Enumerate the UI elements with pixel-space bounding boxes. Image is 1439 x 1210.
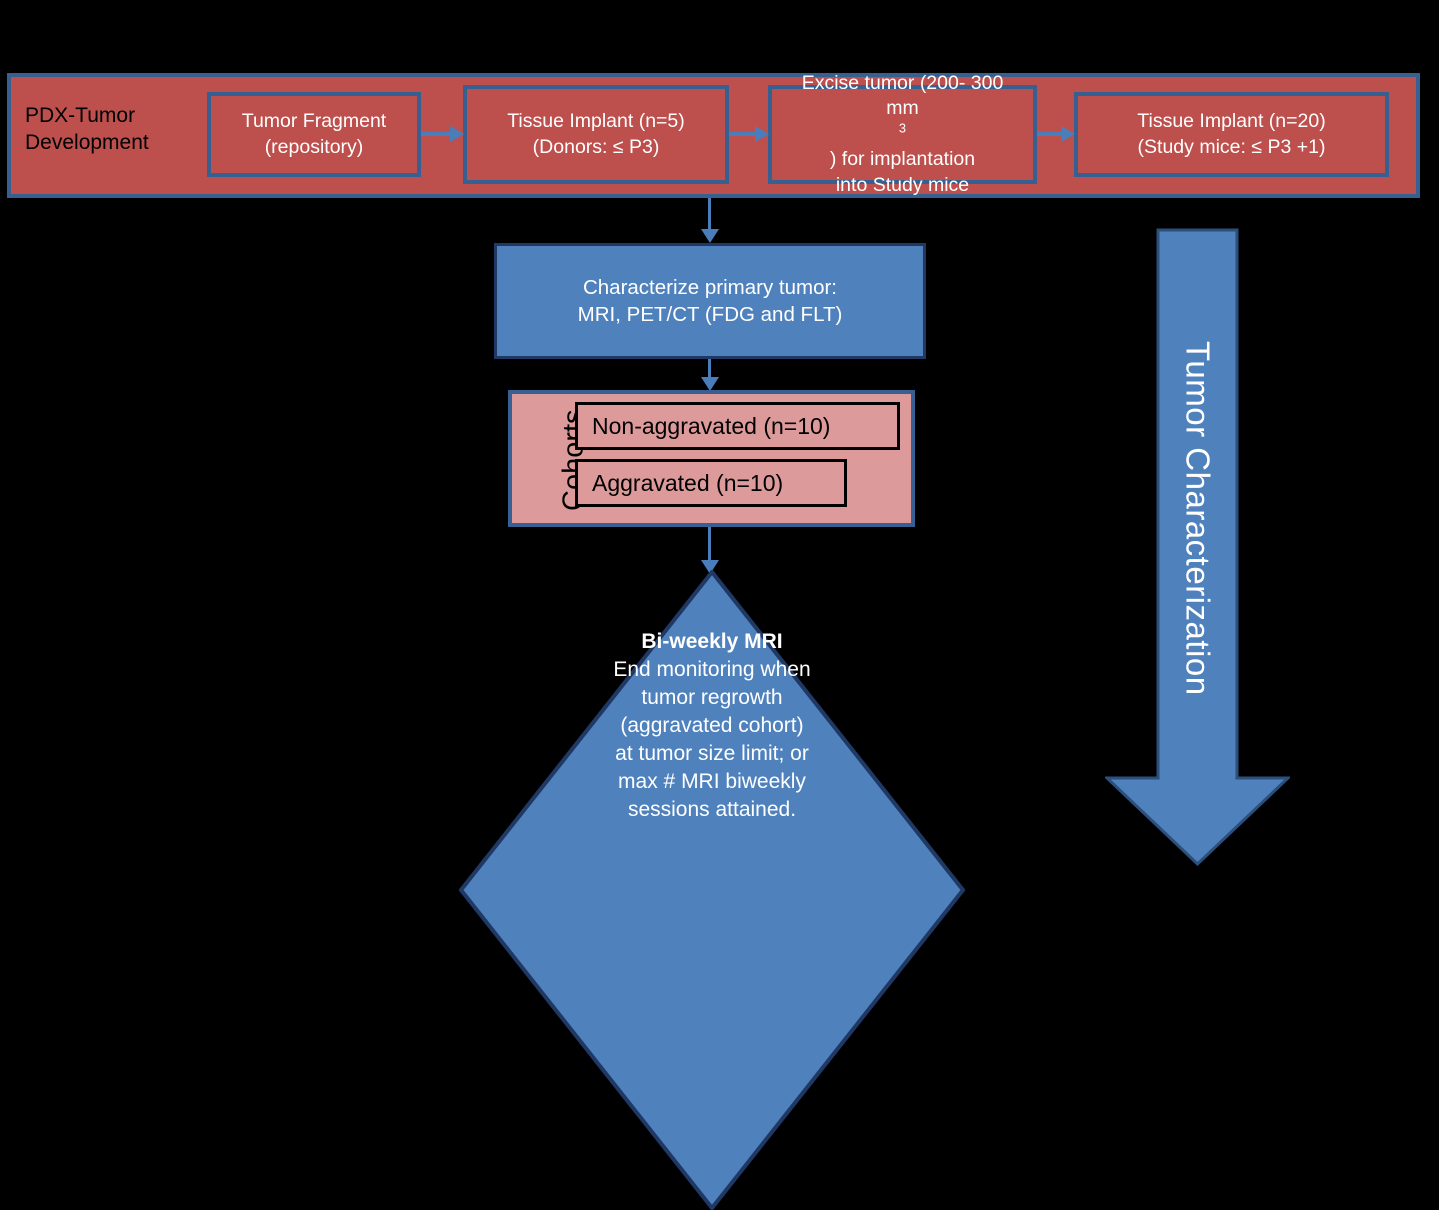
- cohort-item-aggravated[interactable]: Aggravated (n=10): [575, 459, 847, 507]
- node-tumor-fragment-line1: Tumor Fragment: [241, 110, 387, 133]
- node-tissue-implant-study-mice[interactable]: Tissue Implant (n=20) (Study mice: ≤ P3 …: [1074, 92, 1389, 177]
- cohort-item-label: Aggravated (n=10): [592, 469, 784, 496]
- decision-line5: max # MRI biweekly: [618, 769, 806, 793]
- cohort-item-non-aggravated[interactable]: Non-aggravated (n=10): [575, 402, 900, 450]
- excise-mm-post: ) for implantation: [829, 148, 976, 171]
- decision-line6: sessions attained.: [627, 797, 797, 821]
- diagram-canvas: PDX-Tumor Development Tumor Fragment (re…: [7, 72, 1420, 1210]
- arrow-shaft: [1037, 132, 1062, 136]
- excise-mm-pre: mm: [886, 97, 919, 120]
- banner-title-line1: PDX-Tumor: [25, 104, 136, 127]
- excise-mm-exponent: 3: [898, 120, 907, 136]
- arrow-head: [1061, 126, 1075, 142]
- arrow-right-icon-implant-to-excise: [729, 126, 770, 143]
- arrow-right-icon-excise-to-study-implant: [1037, 126, 1076, 143]
- node-tissue-implant-donors-line1: Tissue Implant (n=5): [507, 110, 685, 133]
- arrow-down-icon-banner-to-characterize: [701, 198, 719, 244]
- arrow-down-icon-characterize-to-cohorts: [701, 358, 719, 392]
- arrow-shaft: [708, 358, 711, 378]
- banner-title: PDX-Tumor Development: [25, 103, 200, 157]
- decision-title: Bi-weekly MRI: [641, 630, 783, 653]
- node-excise-tumor-line1: Excise tumor (200- 300: [801, 72, 1004, 95]
- node-excise-tumor-line3: into Study mice: [835, 173, 970, 196]
- arrow-shaft: [421, 132, 451, 136]
- arrow-shaft: [708, 198, 711, 230]
- node-tumor-fragment[interactable]: Tumor Fragment (repository): [207, 92, 421, 177]
- arrow-down-icon-cohorts-to-decision: [701, 527, 719, 575]
- cohorts-panel: Cohorts Non-aggravated (n=10) Aggravated…: [508, 390, 915, 527]
- node-decision-biweekly-mri[interactable]: Bi-weekly MRI End monitoring when tumor …: [459, 570, 965, 1210]
- node-tissue-implant-study-mice-line1: Tissue Implant (n=20): [1137, 110, 1326, 133]
- arrow-shaft: [708, 527, 711, 561]
- arrow-head: [755, 126, 769, 142]
- tumor-characterization-arrow: Tumor Characterization: [1105, 228, 1290, 866]
- arrow-head: [701, 229, 719, 243]
- node-tumor-fragment-line2: (repository): [264, 135, 364, 158]
- arrow-shaft: [729, 132, 756, 136]
- decision-line3: (aggravated cohort): [620, 713, 804, 737]
- decision-line4: at tumor size limit; or: [615, 741, 809, 765]
- arrow-head: [701, 377, 719, 391]
- arrow-down-large-icon: [1105, 228, 1290, 866]
- node-tissue-implant-study-mice-line2: (Study mice: ≤ P3 +1): [1137, 135, 1326, 158]
- characterize-line1: Characterize primary tumor:: [582, 275, 838, 299]
- node-characterize-primary-tumor[interactable]: Characterize primary tumor: MRI, PET/CT …: [494, 243, 926, 359]
- decision-line1: End monitoring when: [613, 657, 811, 681]
- cohort-item-label: Non-aggravated (n=10): [592, 412, 831, 439]
- characterize-line2: MRI, PET/CT (FDG and FLT): [577, 303, 843, 326]
- decision-line2: tumor regrowth: [641, 685, 783, 709]
- node-tissue-implant-donors-line2: (Donors: ≤ P3): [532, 135, 660, 158]
- tumor-characterization-label: Tumor Characterization: [1179, 340, 1217, 696]
- decision-text: Bi-weekly MRI End monitoring when tumor …: [539, 628, 885, 823]
- banner-title-line2: Development: [25, 130, 149, 154]
- arrow-head: [450, 126, 464, 142]
- arrow-head: [701, 560, 719, 574]
- node-tissue-implant-donors[interactable]: Tissue Implant (n=5) (Donors: ≤ P3): [463, 85, 729, 184]
- arrow-right-icon-fragment-to-implant: [421, 126, 465, 143]
